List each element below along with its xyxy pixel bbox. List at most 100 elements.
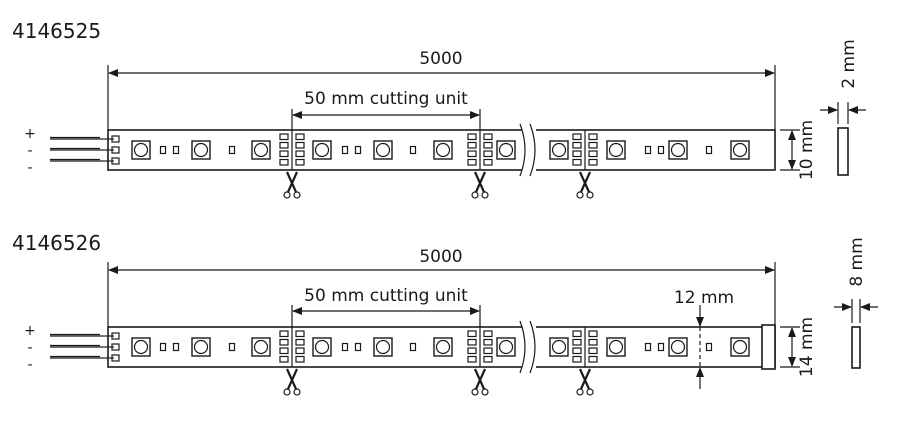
profile-cross-section: [851, 326, 861, 369]
cut-pad: [295, 330, 305, 338]
led-lens: [551, 339, 567, 355]
led-lens: [608, 339, 624, 355]
break-mark: [519, 320, 526, 374]
cut-pad: [279, 133, 289, 141]
resistor: [228, 145, 236, 155]
cut-pad: [483, 355, 493, 363]
cut-pad: [467, 133, 477, 141]
cut-pad: [483, 347, 493, 355]
cut-pad: [295, 338, 305, 346]
cut-pad: [467, 330, 477, 338]
product-code: 4146526: [12, 231, 101, 255]
resistor: [159, 145, 167, 155]
led-lens: [732, 339, 748, 355]
product-code: 4146525: [12, 19, 101, 43]
wire-polarity-label: +: [24, 323, 36, 339]
thickness-label: 8 mm: [847, 237, 867, 286]
led-lens: [253, 339, 269, 355]
scissors-icon: [576, 368, 594, 396]
resistor: [644, 342, 652, 352]
resistor: [172, 342, 180, 352]
cut-pad: [588, 150, 598, 158]
cut-pad: [483, 330, 493, 338]
resistor: [644, 145, 652, 155]
height-label: 10 mm: [797, 120, 817, 180]
cut-pad: [295, 355, 305, 363]
led-lens: [314, 339, 330, 355]
led-lens: [608, 142, 624, 158]
solder-pad: [111, 135, 120, 143]
led-lens: [670, 339, 686, 355]
cut-pad: [279, 141, 289, 149]
scissors-handle: [283, 388, 291, 396]
cut-pad: [295, 158, 305, 166]
scissors-handle: [293, 388, 301, 396]
thickness-label: 2 mm: [839, 39, 859, 88]
cut-pad: [588, 330, 598, 338]
led-lens: [133, 142, 149, 158]
led-lens: [375, 339, 391, 355]
resistor: [341, 342, 349, 352]
led-lens: [498, 339, 514, 355]
scissors-icon: [283, 368, 301, 396]
wire-polarity-label: +: [24, 126, 36, 142]
wire-polarity-label: -: [27, 143, 32, 159]
cut-pad: [279, 150, 289, 158]
solder-pad: [111, 146, 120, 154]
cut-pad: [483, 133, 493, 141]
resistor: [409, 342, 417, 352]
resistor: [705, 342, 713, 352]
cut-pad: [467, 158, 477, 166]
scissors-handle: [586, 388, 594, 396]
led-lens: [375, 142, 391, 158]
scissors-handle: [293, 191, 301, 199]
scissors-handle: [586, 191, 594, 199]
end-cap: [761, 324, 776, 370]
cut-pad: [572, 347, 582, 355]
cutting-unit-label: 50 mm cutting unit: [304, 89, 468, 109]
scissors-handle: [576, 191, 584, 199]
scissors-handle: [471, 388, 479, 396]
cut-pad: [572, 158, 582, 166]
led-lens: [314, 142, 330, 158]
scissors-icon: [471, 171, 489, 199]
cut-pad: [279, 330, 289, 338]
cut-pad: [588, 338, 598, 346]
cutting-unit-label: 50 mm cutting unit: [304, 286, 468, 306]
cut-pad: [588, 133, 598, 141]
break-mark: [519, 123, 526, 177]
cut-pad: [572, 355, 582, 363]
resistor: [657, 145, 665, 155]
cut-pad: [483, 338, 493, 346]
scissors-icon: [471, 368, 489, 396]
resistor: [354, 145, 362, 155]
height-label: 14 mm: [797, 317, 817, 377]
scissors-blade: [578, 368, 592, 390]
cut-pad: [295, 133, 305, 141]
led-lens: [435, 142, 451, 158]
cut-pad: [295, 141, 305, 149]
led-lens: [193, 339, 209, 355]
cut-pad: [588, 347, 598, 355]
strip-break-gap: [522, 128, 536, 172]
resistor: [705, 145, 713, 155]
resistor: [172, 145, 180, 155]
resistor: [354, 342, 362, 352]
cut-pad: [467, 141, 477, 149]
cut-pad: [572, 133, 582, 141]
cut-pad: [572, 141, 582, 149]
resistor: [341, 145, 349, 155]
cut-pad: [572, 330, 582, 338]
solder-pad: [111, 157, 120, 165]
scissors-handle: [481, 388, 489, 396]
scissors-blade: [578, 171, 592, 193]
wire-polarity-label: -: [27, 340, 32, 356]
scissors-icon: [576, 171, 594, 199]
scissors-blade: [473, 171, 487, 193]
cut-pad: [588, 158, 598, 166]
cut-pad: [279, 158, 289, 166]
cut-pad: [279, 347, 289, 355]
resistor: [159, 342, 167, 352]
led-lens: [670, 142, 686, 158]
